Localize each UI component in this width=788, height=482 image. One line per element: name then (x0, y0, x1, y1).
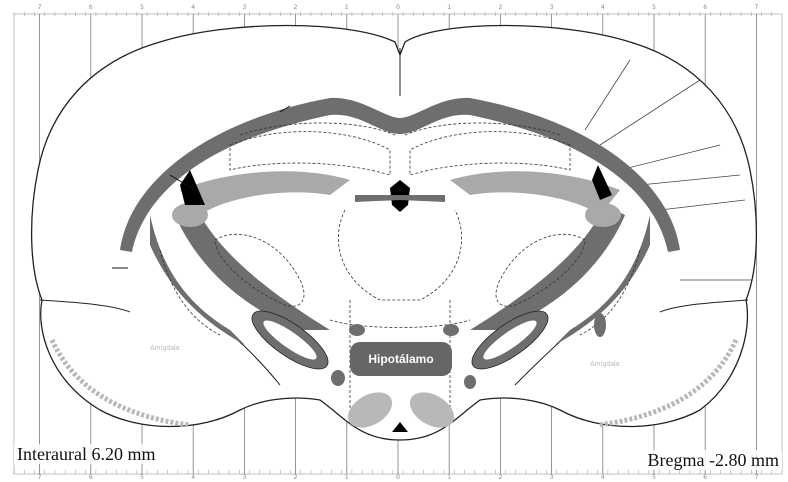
scale-tick-label: 5 (652, 474, 656, 481)
scale-tick-label: 1 (447, 4, 451, 11)
scale-tick-label: 6 (703, 4, 707, 11)
interaural-label: Interaural 6.20 mm (14, 444, 158, 464)
scale-tick-label: 7 (38, 4, 42, 11)
scale-tick-label: 5 (652, 4, 656, 11)
right-hippocampus-tail (585, 203, 621, 227)
scale-tick-label: 6 (89, 474, 93, 481)
scale-tick-label: 1 (345, 4, 349, 11)
scale-tick-label: 0 (396, 474, 400, 481)
scale-tick-label: 3 (242, 474, 246, 481)
scale-tick-label: 4 (601, 474, 605, 481)
scale-tick-label: 3 (550, 4, 554, 11)
bottom-scale: 7 6 5 4 3 2 1 0 1 2 3 4 5 6 7 (14, 470, 772, 481)
scale-tick-label: 2 (498, 474, 502, 481)
scale-tick-label: 7 (754, 4, 758, 11)
bregma-label: Bregma -2.80 mm (645, 450, 782, 470)
scale-tick-label: 2 (498, 4, 502, 11)
scale-tick-label: 7 (754, 474, 758, 481)
amygdala-left-label: Amígdala (150, 345, 180, 352)
scale-tick-label: 7 (38, 474, 42, 481)
amygdala-right-label: Amígdala (590, 361, 620, 368)
scale-tick-label: 6 (89, 4, 93, 11)
scale-tick-label: 5 (140, 474, 144, 481)
scale-tick-label: 5 (140, 4, 144, 11)
scale-tick-label: 1 (345, 474, 349, 481)
left-hippocampus-tail (172, 203, 208, 227)
scale-tick-label: 3 (550, 474, 554, 481)
scale-tick-label: 4 (191, 474, 195, 481)
scale-tick-label: 6 (703, 474, 707, 481)
scale-tick-label: 2 (294, 4, 298, 11)
scale-tick-label: 4 (191, 4, 195, 11)
hypothalamus-label: Hipotálamo (368, 352, 433, 366)
scale-tick-label: 0 (396, 4, 400, 11)
scale-tick-label: 2 (294, 474, 298, 481)
scale-tick-label: 1 (447, 474, 451, 481)
scale-tick-label: 4 (601, 4, 605, 11)
scale-tick-label: 3 (242, 4, 246, 11)
